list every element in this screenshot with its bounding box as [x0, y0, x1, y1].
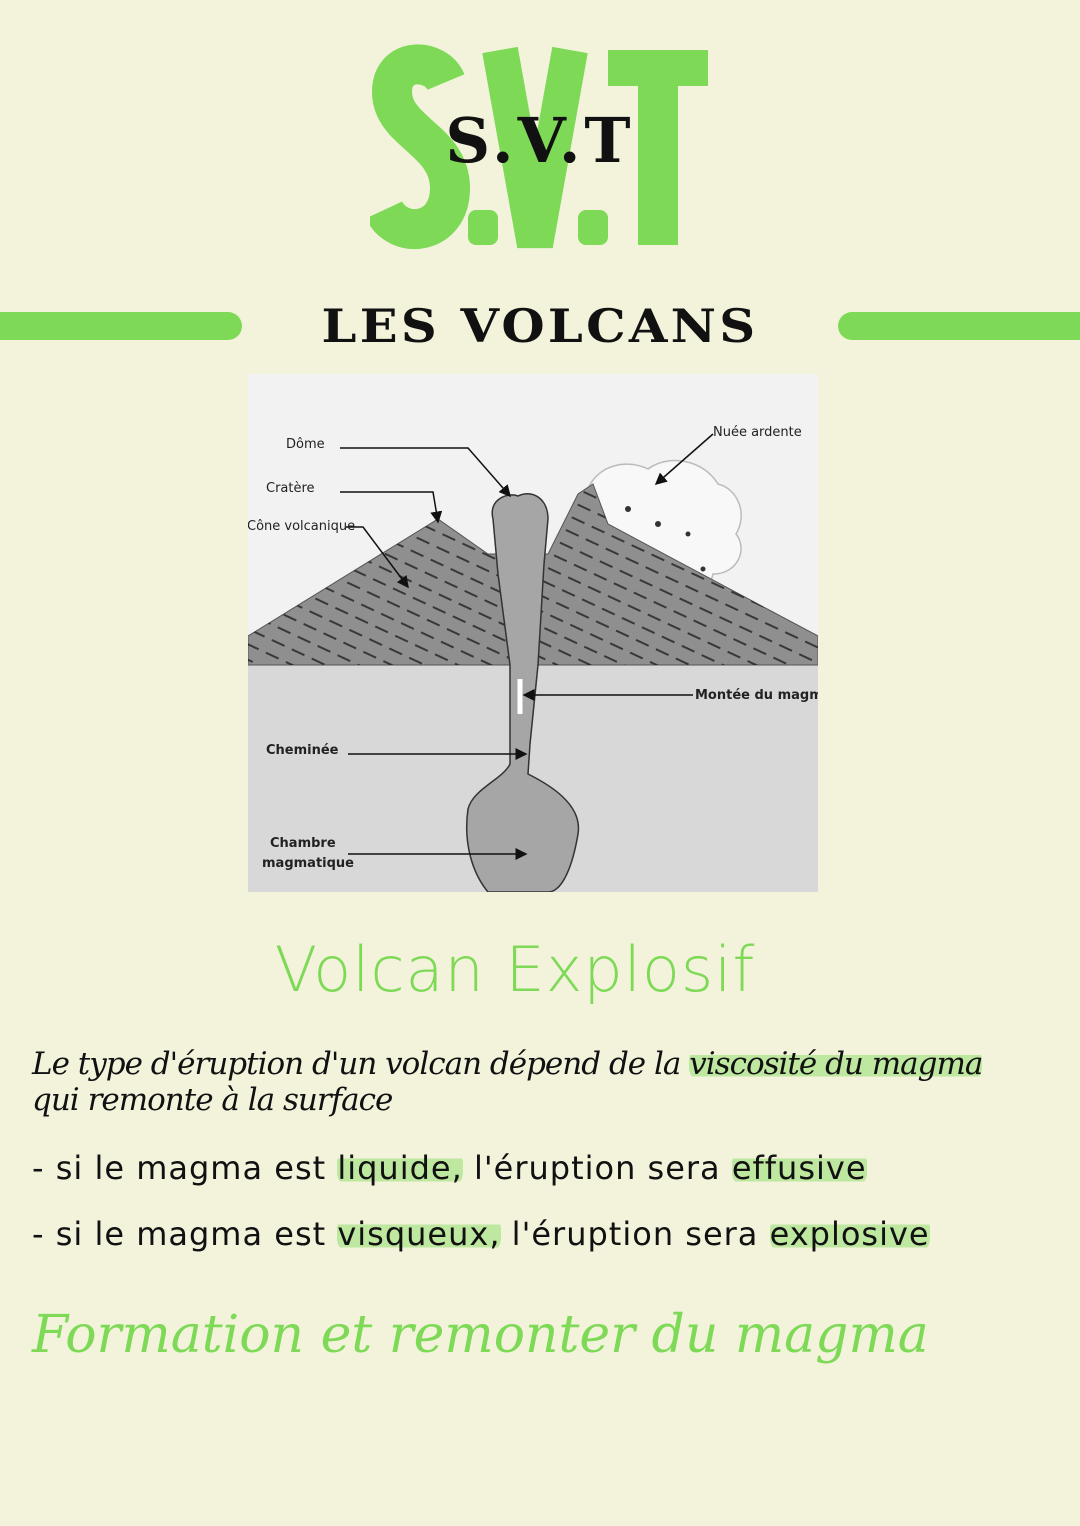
highlight-term: liquide,	[337, 1149, 463, 1187]
highlight-result: effusive	[731, 1149, 867, 1187]
bullet-visqueux: - si le magma est visqueux, l'éruption s…	[32, 1214, 930, 1254]
highlight-viscosite: viscosité du magma	[689, 1046, 983, 1082]
divider-bar-right	[838, 312, 1080, 340]
label-cone: Cône volcanique	[248, 519, 355, 534]
subtitle: Volcan Explosif	[274, 933, 756, 1006]
chapter-title: LES VOLCANS	[321, 299, 759, 353]
label-dome: Dôme	[286, 437, 325, 452]
bullet-text: - si le magma est	[32, 1215, 338, 1253]
highlight-term: visqueux,	[337, 1215, 501, 1253]
section-heading: Formation et remonter du magma	[32, 1305, 929, 1365]
svt-overlay-title: S.V.T	[445, 104, 635, 177]
intro-paragraph: Le type d'éruption d'un volcan dépend de…	[32, 1046, 1032, 1118]
label-chambre-2: magmatique	[262, 856, 354, 871]
svt-logo-lettering	[370, 44, 588, 249]
label-cratere: Cratère	[266, 481, 315, 496]
intro-text-2: qui remonte à la surface	[32, 1082, 393, 1118]
divider-bar-left	[0, 312, 242, 340]
label-cheminee: Cheminée	[266, 743, 339, 758]
label-nuee: Nuée ardente	[713, 425, 802, 440]
label-chambre-1: Chambre	[270, 836, 336, 851]
bullet-liquide: - si le magma est liquide, l'éruption se…	[32, 1148, 867, 1188]
bullet-text: l'éruption sera	[462, 1149, 732, 1187]
bullet-text: - si le magma est	[32, 1149, 338, 1187]
intro-text: Le type d'éruption d'un volcan dépend de…	[32, 1046, 690, 1082]
bullet-text: l'éruption sera	[500, 1215, 770, 1253]
svt-logo	[370, 44, 708, 249]
volcano-diagram: Dôme Cratère Cône volcanique Nuée ardent…	[248, 374, 818, 892]
label-montee: Montée du magma	[695, 688, 818, 703]
highlight-result: explosive	[769, 1215, 930, 1253]
